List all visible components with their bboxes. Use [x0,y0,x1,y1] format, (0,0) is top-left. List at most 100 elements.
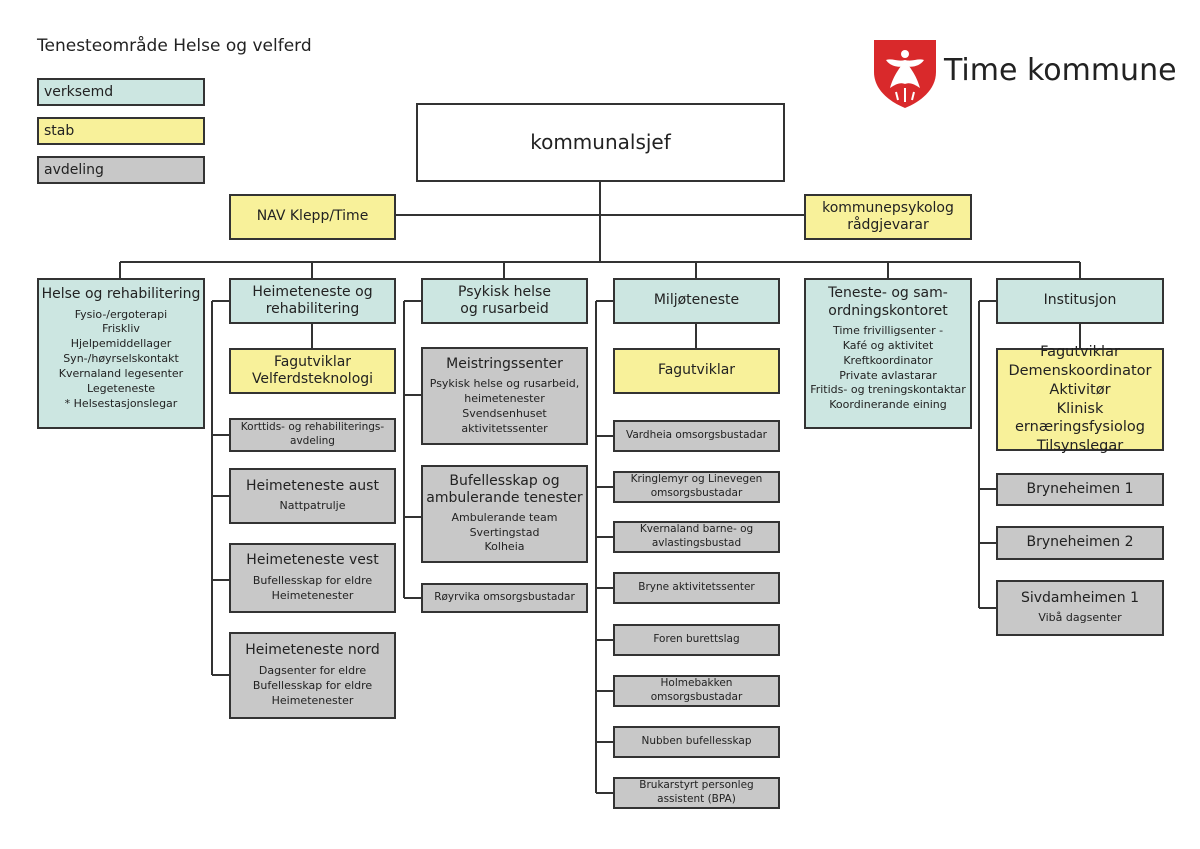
unit-title: ambulerande tenester [426,490,583,507]
samordning-box: Teneste- og sam- ordningskontoret Time f… [804,278,972,429]
miljoteneste-title: Miljøteneste [653,292,740,309]
unit-title: Bryne aktivitetssenter [638,581,755,594]
unit-title: Holmebakken omsorgsbustadar [650,677,743,703]
unit-title: avlastingsbustad [651,537,742,549]
helse-rehab-item: * Helsestasjonslegar [64,396,178,410]
unit-item: Ambulerande team [451,510,558,524]
coat-of-arms-logo [874,40,936,108]
unit-title: Røyrvika omsorgsbustadar [434,591,575,604]
unit-item: aktivitetssenter [461,421,548,435]
unit-item: Nattpatrulje [279,499,346,513]
miljo-unit-box: Nubben bufellesskap [613,726,780,758]
psykisk-helse-box: Psykisk helse og rusarbeid [421,278,588,324]
heimeteneste-vest-box: Heimeteneste vest Bufellesskap for eldre… [229,543,396,613]
samordning-item: Private avlastarar [839,368,937,382]
psykisk-title-2: og rusarbeid [460,301,549,317]
kommunalsjef-box: kommunalsjef [416,103,785,182]
unit-title: Bryneheimen 2 [1026,534,1134,551]
institusjon-box: Institusjon [996,278,1164,324]
psykolog-staff-box: kommunepsykolog rådgjevarar [804,194,972,240]
nav-label: NAV Klepp/Time [256,208,369,225]
unit-title: assistent (BPA) [657,793,736,805]
nav-staff-box: NAV Klepp/Time [229,194,396,240]
samordning-item: Time frivilligsenter - [832,324,944,337]
royrvika-box: Røyrvika omsorgsbustadar [421,583,588,613]
korttids-unit-box: Korttids- og rehabiliterings- avdeling [229,418,396,452]
psykisk-title-1: Psykisk helse [458,283,551,300]
helse-rehab-item: Hjelpemiddellager [70,337,172,351]
unit-item: Heimetenester [271,693,354,707]
unit-item: heimetenester [464,391,545,405]
samordning-item: Kreftkoordinator [843,353,933,367]
unit-title: Kringlemyr og Linevegen [630,473,763,486]
miljo-fagutviklar-box: Fagutviklar [613,348,780,394]
staff-line: Fagutviklar [1040,343,1120,360]
legend-stab: stab [37,117,205,145]
helse-rehab-box: Helse og rehabilitering Fysio-/ergoterap… [37,278,205,429]
unit-item: Svertingstad [469,525,540,539]
unit-item: Bufellesskap for eldre [252,573,373,587]
legend-verksemd: verksemd [37,78,205,106]
staff-line: Velferdsteknologi [251,371,374,387]
samordning-title: Teneste- og sam- [828,285,948,301]
staff-line: Klinisk ernæringsfysiolog [1015,400,1145,436]
meistringssenter-box: Meistringssenter Psykisk helse og rusarb… [421,347,588,445]
staff-line: Fagutviklar [273,353,352,370]
unit-item: Heimetenester [271,588,354,602]
miljo-unit-box: Brukarstyrt personleg assistent (BPA) [613,777,780,809]
unit-item: Vibå dagsenter [1038,611,1122,625]
helse-rehab-item: Kvernaland legesenter [58,366,184,380]
unit-title: omsorgsbustadar [650,487,743,499]
unit-title: Heimeteneste aust [246,477,379,494]
unit-title: Brukarstyrt personleg [639,779,754,792]
unit-title: Foren burettslag [653,633,740,646]
unit-item: Dagsenter for eldre [258,663,367,677]
miljo-unit-box: Holmebakken omsorgsbustadar [613,675,780,707]
staff-line: Fagutviklar [657,362,736,379]
unit-title: Nubben bufellesskap [641,735,752,748]
miljoteneste-box: Miljøteneste [613,278,780,324]
unit-title: Bufellesskap og [449,472,560,489]
helse-rehab-item: Legeteneste [86,381,156,395]
psykolog-line-2: rådgjevarar [847,217,929,233]
helse-rehab-title: Helse og rehabilitering [41,286,201,302]
brand-name: Time kommune [944,53,1177,88]
samordning-title: ordningskontoret [828,302,948,319]
unit-title: Heimeteneste nord [245,642,380,659]
miljo-unit-box: Kringlemyr og Linevegen omsorgsbustadar [613,471,780,503]
staff-line: Demenskoordinator [1008,362,1152,379]
bryneheimen-2-box: Bryneheimen 2 [996,526,1164,560]
legend-avdeling: avdeling [37,156,205,184]
sivdamheimen-box: Sivdamheimen 1 Vibå dagsenter [996,580,1164,636]
helse-rehab-item: Friskliv [102,322,140,336]
unit-title: Bryneheimen 1 [1026,480,1134,497]
page-title: Tenesteområde Helse og velferd [37,36,312,56]
unit-item: Psykisk helse og rusarbeid, [429,377,580,391]
heimeteneste-aust-box: Heimeteneste aust Nattpatrulje [229,468,396,524]
institusjon-staff-box: Fagutviklar Demenskoordinator Aktivitør … [996,344,1164,454]
staff-line: Aktivitør [1049,381,1111,398]
bufellesskap-box: Bufellesskap og ambulerande tenester Amb… [421,465,588,563]
miljo-unit-box: Kvernaland barne- og avlastingsbustad [613,521,780,553]
unit-item: Bufellesskap for eldre [252,678,373,692]
helse-rehab-item: Fysio-/ergoterapi [74,307,168,321]
samordning-item: Koordinerande eining [829,398,947,412]
unit-title: Meistringssenter [446,355,563,372]
unit-title: avdeling [290,435,335,447]
institusjon-title: Institusjon [1043,292,1117,309]
unit-title: Sivdamheimen 1 [1020,589,1140,606]
velferdsteknologi-staff-box: Fagutviklar Velferdsteknologi [229,348,396,394]
unit-title: Vardheia omsorgsbustadar [626,429,767,442]
heimeteneste-title-1: Heimeteneste og [252,283,373,300]
unit-title: Kvernaland barne- og [639,523,754,536]
kommunalsjef-label: kommunalsjef [530,130,671,154]
miljo-unit-box: Vardheia omsorgsbustadar [613,420,780,452]
helse-rehab-item: Syn-/høyrselskontakt [63,352,179,366]
heimeteneste-nord-box: Heimeteneste nord Dagsenter for eldre Bu… [229,632,396,719]
psykolog-line-1: kommunepsykolog [822,199,954,216]
miljo-unit-box: Foren burettslag [613,624,780,656]
unit-item: Svendsenhuset [462,406,547,420]
heimeteneste-box: Heimeteneste og rehabilitering [229,278,396,324]
unit-title: Korttids- og rehabiliterings- [240,421,385,434]
samordning-item: Kafé og aktivitet [842,338,934,352]
